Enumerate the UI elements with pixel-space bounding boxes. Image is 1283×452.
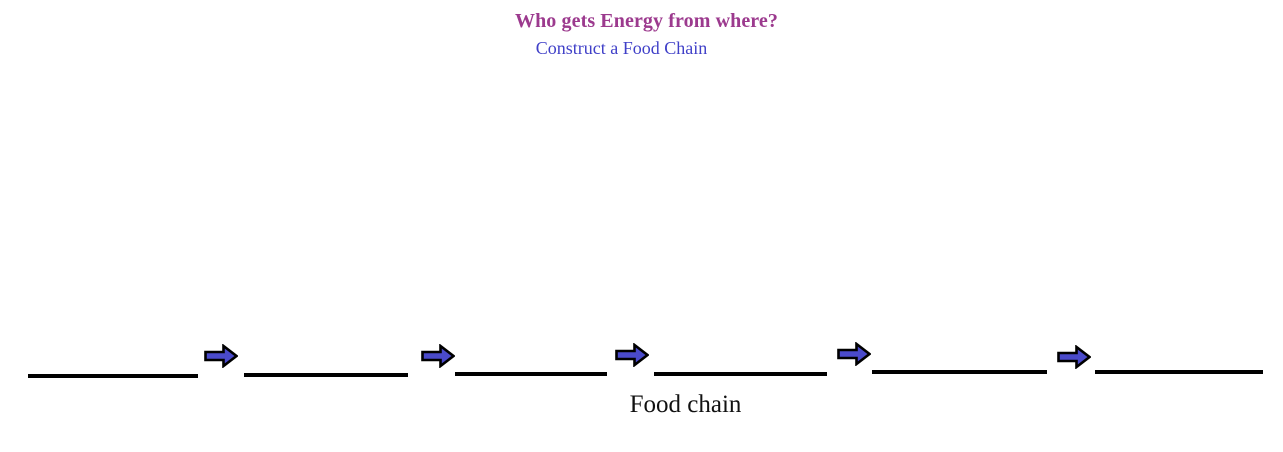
food-chain-strip (0, 332, 1283, 392)
right-arrow-icon (615, 343, 649, 367)
food-chain-blank-6[interactable] (1095, 370, 1263, 374)
heading-block: Who gets Energy from where? Construct a … (0, 8, 1283, 60)
page-subtitle: Construct a Food Chain (535, 38, 708, 58)
food-chain-blank-5[interactable] (872, 370, 1047, 374)
food-chain-caption: Food chain (629, 391, 742, 418)
right-arrow-icon (421, 344, 455, 368)
food-chain-blank-2[interactable] (244, 373, 408, 377)
right-arrow-icon (1057, 345, 1091, 369)
food-chain-blank-3[interactable] (455, 372, 607, 376)
page-title: Who gets Energy from where? (514, 10, 779, 32)
drawing-work-area[interactable] (0, 64, 1283, 332)
food-chain-blank-1[interactable] (28, 374, 198, 378)
food-chain-blank-4[interactable] (654, 372, 827, 376)
right-arrow-icon (837, 342, 871, 366)
right-arrow-icon (204, 344, 238, 368)
